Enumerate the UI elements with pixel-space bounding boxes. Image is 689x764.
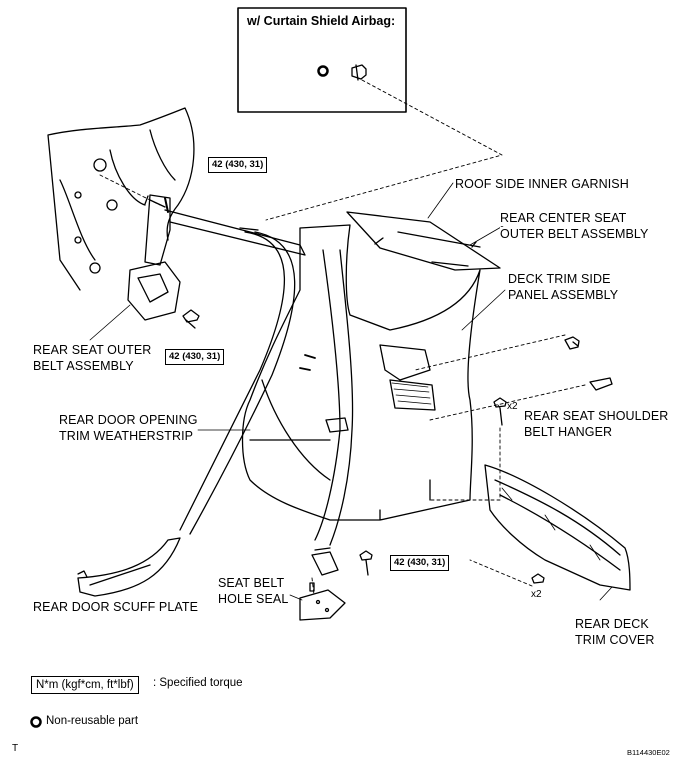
buckle-anchor [311,547,339,576]
deck-trim-side-panel [241,224,481,521]
clip-upper [564,336,580,350]
label-rear-center-seat-outer-belt-line1: REAR CENTER SEAT [500,211,627,226]
anchor-bolt-upper [144,195,166,208]
legend-torque-box: N*m (kgf*cm, ft*lbf) [31,676,139,694]
label-rear-door-scuff-plate: REAR DOOR SCUFF PLATE [33,600,199,615]
shoulder-belt-hanger [589,377,613,391]
rear-door-scuff-plate [77,537,181,597]
outer-belt-retractor [127,261,181,321]
center-belt [397,231,481,267]
inset-box [237,7,407,113]
label-deck-trim-side-panel-line1: DECK TRIM SIDE [508,272,611,287]
torque-spec-lower: 42 (430, 31) [390,555,450,571]
deck-clip [531,573,545,584]
quantity-hanger-bolts: x2 [507,401,518,412]
retractor-bolt [182,309,200,329]
label-roof-side-inner-garnish: ROOF SIDE INNER GARNISH [455,177,629,192]
rear-deck-trim-cover [484,464,631,591]
label-rear-center-seat-outer-belt-line2: OUTER BELT ASSEMBLY [500,227,649,242]
label-rear-seat-outer-belt-line2: BELT ASSEMBLY [33,359,134,374]
figure-id: B114430E02 [627,748,670,757]
inset-title: w/ Curtain Shield Airbag: [247,14,396,28]
label-deck-trim-side-panel-line2: PANEL ASSEMBLY [508,288,619,303]
label-weatherstrip-line1: REAR DOOR OPENING [59,413,198,428]
inset-leader [265,79,503,221]
legend-torque-desc: : Specified torque [153,677,243,689]
label-weatherstrip-line2: TRIM WEATHERSTRIP [59,429,194,444]
label-hole-seal-line1: SEAT BELT [218,576,285,591]
torque-spec-middle: 42 (430, 31) [165,349,225,365]
hole-seal [299,589,346,621]
torque-spec-upper: 42 (430, 31) [208,157,268,173]
label-shoulder-belt-hanger-line2: BELT HANGER [524,425,613,440]
anchor-bolt-lower [359,550,373,576]
roof-side-inner-garnish [346,211,501,271]
nonreusable-symbol [30,716,42,728]
inset-clip [351,64,367,80]
label-hole-seal-line2: HOLE SEAL [218,592,289,607]
inset-nonreusable-clip [317,65,329,77]
label-shoulder-belt-hanger-line1: REAR SEAT SHOULDER [524,409,669,424]
legend-nonreusable: Non-reusable part [46,715,139,727]
label-rear-deck-trim-cover-line1: REAR DECK [575,617,649,632]
footer-mark: T [12,743,19,754]
quantity-deck-clips: x2 [531,589,542,600]
hanger-bolt [493,397,507,426]
label-rear-deck-trim-cover-line2: TRIM COVER [575,633,655,648]
outer-belt-webbing [314,249,354,546]
weatherstrip [179,227,296,535]
body-panel [47,107,195,291]
label-rear-seat-outer-belt-line1: REAR SEAT OUTER [33,343,152,358]
